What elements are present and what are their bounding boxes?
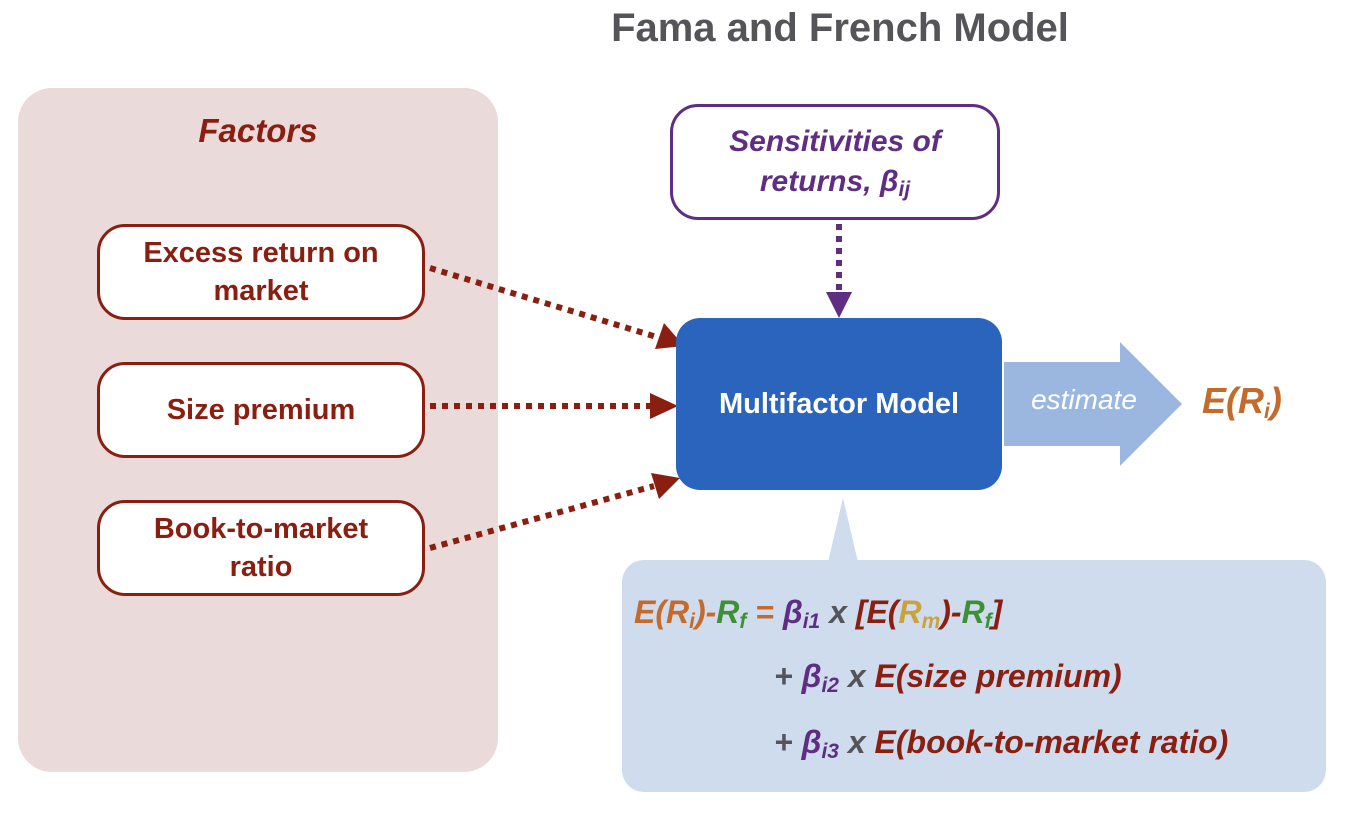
factor-excess-return-box: Excess return on market xyxy=(97,224,425,320)
estimate-arrow xyxy=(1004,342,1182,466)
factor-book-to-market-box: Book-to-market ratio xyxy=(97,500,425,596)
arrowhead-sensitivities xyxy=(826,292,852,318)
multifactor-model-label: Multifactor Model xyxy=(718,387,960,420)
arrow-book-to-market xyxy=(429,483,655,551)
sensitivities-box: Sensitivities of returns, βij xyxy=(670,104,1000,220)
factor-size-premium-box: Size premium xyxy=(97,362,425,458)
arrow-excess-return xyxy=(429,265,661,341)
factor-book-to-market-label: Book-to-market ratio xyxy=(153,513,369,583)
formula-line-2: + βi2 x E(size premium) xyxy=(774,658,1122,697)
arrowhead-book-to-market xyxy=(651,473,680,499)
factor-excess-return-label: Excess return on market xyxy=(143,237,379,307)
formula-beta-1: β xyxy=(782,594,803,630)
formula-btm-term: E(book-to-market ratio) xyxy=(874,724,1229,760)
formula-beta-2: β xyxy=(801,658,822,694)
formula-panel xyxy=(622,560,1326,792)
arrowhead-size-premium xyxy=(650,393,678,419)
estimate-label: estimate xyxy=(1031,384,1137,415)
formula-equals: = xyxy=(746,594,783,630)
sensitivities-text: Sensitivities of returns, β xyxy=(729,125,941,198)
factors-heading: Factors xyxy=(198,112,318,149)
formula-lhs-er: E(R xyxy=(634,594,690,630)
formula-size-term: E(size premium) xyxy=(874,658,1122,694)
formula-lhs-rf: R xyxy=(716,594,740,630)
formula-pointer xyxy=(828,498,858,562)
formula-line-1: E(Ri)-Rf = βi1 x [E(Rm)-Rf] xyxy=(634,594,1003,633)
formula-line-3: + βi3 x E(book-to-market ratio) xyxy=(774,724,1229,763)
formula-beta-3: β xyxy=(801,724,822,760)
formula-rm: R xyxy=(898,594,922,630)
sensitivities-subscript: ij xyxy=(898,178,911,201)
expected-return-result: E(Ri) xyxy=(1202,380,1282,423)
factor-size-premium-label: Size premium xyxy=(166,394,356,426)
page-title: Fama and French Model xyxy=(611,6,1069,50)
multifactor-model-box: Multifactor Model xyxy=(676,318,1002,490)
